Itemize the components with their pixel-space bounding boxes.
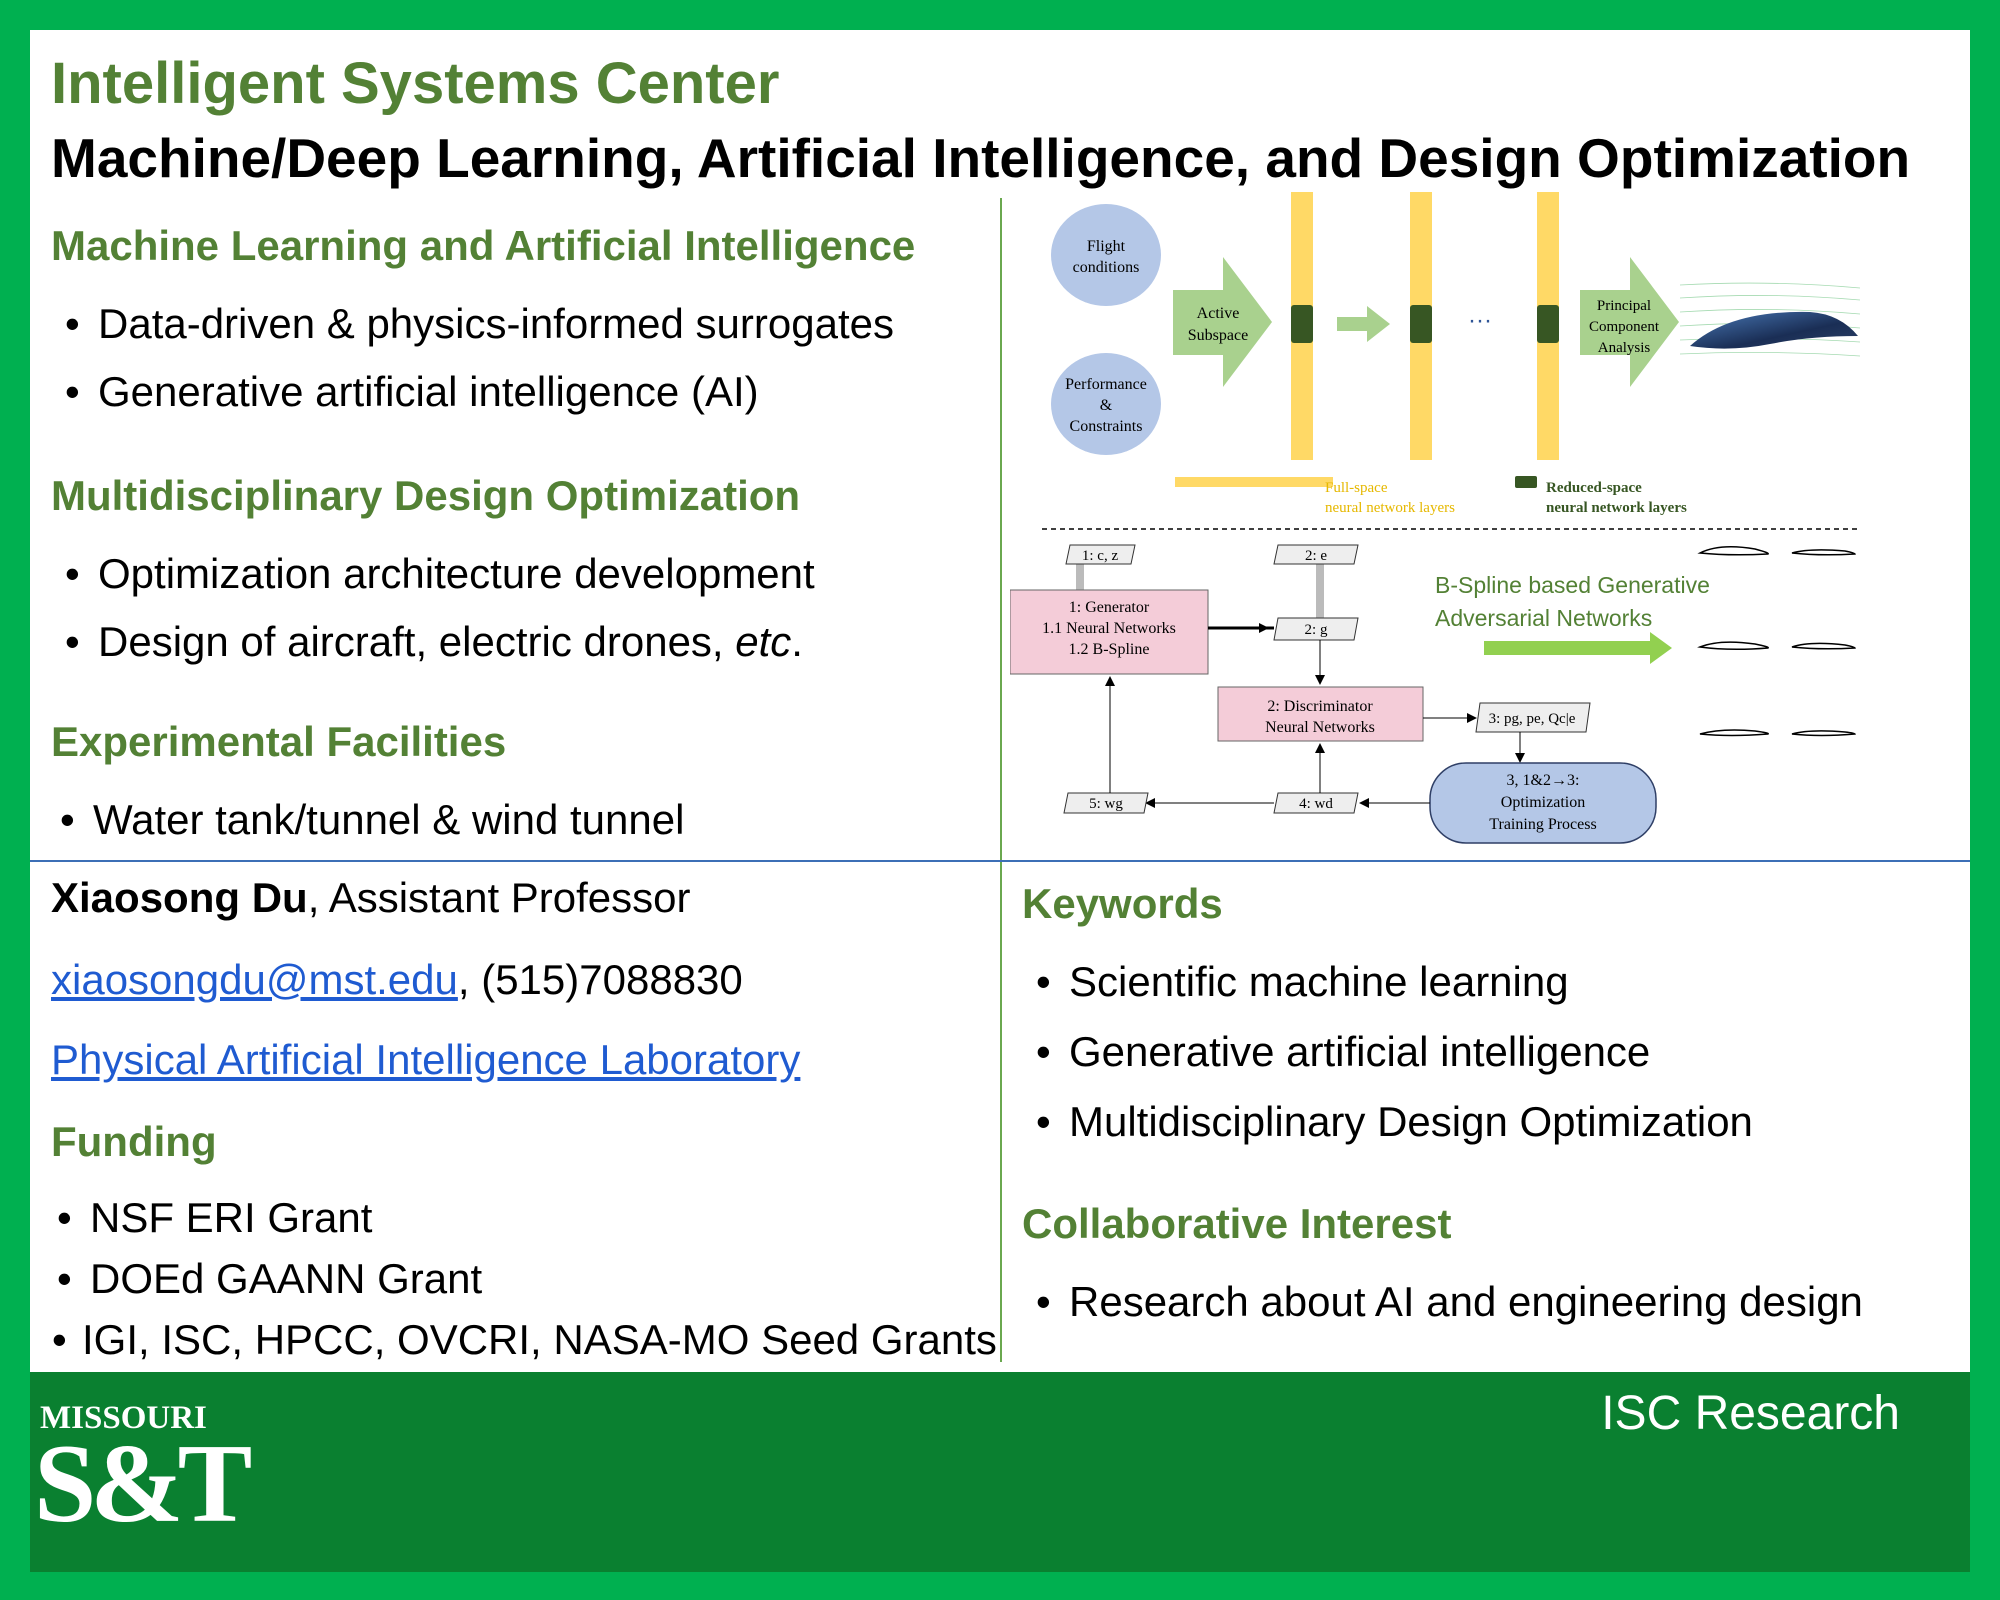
list-item: •Generative artificial intelligence	[1036, 1028, 1651, 1075]
isc-research-label: ISC Research	[1601, 1387, 1900, 1440]
gan-arrow	[1484, 632, 1672, 664]
svg-text:Neural Networks: Neural Networks	[1265, 719, 1375, 736]
mdo-heading: Multidisciplinary Design Optimization	[51, 472, 801, 519]
divider-vertical-top	[1000, 198, 1002, 860]
svg-text:Performance: Performance	[1065, 376, 1147, 393]
exp-list: •Water tank/tunnel & wind tunnel	[60, 796, 684, 844]
airfoil-samples	[1697, 546, 1856, 737]
ml-heading: Machine Learning and Artificial Intellig…	[51, 222, 916, 269]
list-item: •NSF ERI Grant	[57, 1194, 373, 1241]
svg-text:Constraints: Constraints	[1070, 418, 1143, 435]
exp-heading: Experimental Facilities	[51, 718, 507, 765]
node-e	[1273, 544, 1359, 565]
list-item: •DOEd GAANN Grant	[57, 1255, 483, 1302]
funding-list: •NSF ERI Grant •DOEd GAANN Grant •IGI, I…	[52, 1194, 997, 1377]
svg-text:neural network layers: neural network layers	[1325, 500, 1455, 516]
page-title: Machine/Deep Learning, Artificial Intell…	[51, 127, 1911, 189]
list-item: •IGI, ISC, HPCC, OVCRI, NASA-MO Seed Gra…	[52, 1316, 997, 1363]
pca-arrow	[1580, 257, 1679, 387]
svg-text:&: &	[1100, 397, 1113, 414]
divider-horizontal	[30, 860, 1970, 862]
svg-text:Component: Component	[1589, 319, 1660, 335]
list-item: •Optimization architecture development	[65, 550, 815, 597]
discriminator-block	[1217, 686, 1424, 742]
svg-text:Full-space: Full-space	[1325, 480, 1388, 496]
missouri-st-logo	[38, 1400, 218, 1546]
nn-reduced-1	[1291, 305, 1313, 343]
svg-text:1: Generator: 1: Generator	[1069, 599, 1150, 616]
svg-text:neural network layers: neural network layers	[1546, 500, 1687, 516]
svg-text:Analysis: Analysis	[1598, 340, 1651, 356]
collab-heading: Collaborative Interest	[1022, 1200, 1452, 1247]
research-figure: Flight conditions Performance & Constrai…	[1010, 192, 1861, 844]
svg-text:4: wd: 4: wd	[1299, 796, 1333, 812]
node-p	[1475, 702, 1591, 733]
list-item: •Design of aircraft, electric drones, et…	[65, 618, 803, 665]
svg-text:1.2 B-Spline: 1.2 B-Spline	[1069, 641, 1150, 658]
keywords-list: •Scientific machine learning •Generative…	[1036, 958, 1753, 1168]
svg-text:Training Process: Training Process	[1489, 816, 1596, 833]
svg-text:2: Discriminator: 2: Discriminator	[1267, 698, 1373, 715]
mdo-list: •Optimization architecture development •…	[65, 550, 815, 686]
funding-heading: Funding	[51, 1118, 217, 1165]
svg-text:Active: Active	[1197, 305, 1240, 322]
svg-text:1.1 Neural Networks: 1.1 Neural Networks	[1042, 620, 1176, 637]
svg-text:Principal: Principal	[1597, 298, 1651, 314]
ml-list: •Data-driven & physics-informed surrogat…	[65, 300, 894, 436]
legend-full-swatch	[1175, 477, 1333, 487]
node-g	[1273, 617, 1359, 641]
wing-image	[1679, 282, 1861, 357]
svg-text:B-Spline based Generative: B-Spline based Generative	[1435, 572, 1710, 598]
list-item: •Generative artificial intelligence (AI)	[65, 368, 759, 415]
collab-list: •Research about AI and engineering desig…	[1036, 1278, 1863, 1326]
svg-text:Adversarial Networks: Adversarial Networks	[1435, 605, 1652, 631]
svg-text:Reduced-space: Reduced-space	[1546, 480, 1642, 496]
svg-text:5: wg: 5: wg	[1089, 796, 1123, 812]
svg-text:3: pg, pe, Qc|e: 3: pg, pe, Qc|e	[1489, 711, 1576, 727]
list-item: •Research about AI and engineering desig…	[1036, 1278, 1863, 1325]
keywords-heading: Keywords	[1022, 880, 1223, 927]
legend-reduced-swatch	[1515, 476, 1537, 488]
contact-name-line: Xiaosong Du, Assistant Professor	[51, 874, 691, 922]
performance-node	[1051, 353, 1161, 455]
contact-email-line: xiaosongdu@mst.edu, (515)7088830	[51, 956, 743, 1004]
flight-conditions-node	[1051, 204, 1161, 306]
contact-name: Xiaosong Du	[51, 874, 308, 921]
node-wg	[1063, 792, 1149, 814]
logo-text-missouri: MISSOURI	[40, 1400, 207, 1436]
svg-text:1: c, z: 1: c, z	[1082, 548, 1119, 564]
list-item: •Scientific machine learning	[1036, 958, 1569, 1005]
logo-text-st: S&T	[34, 1422, 252, 1546]
layer-arrow	[1337, 306, 1390, 342]
contact-phone: , (515)7088830	[457, 956, 743, 1003]
list-item: •Multidisciplinary Design Optimization	[1036, 1098, 1753, 1145]
email-link[interactable]: xiaosongdu@mst.edu	[51, 956, 458, 1003]
contact-role: , Assistant Professor	[307, 874, 691, 921]
lab-link[interactable]: Physical Artificial Intelligence Laborat…	[51, 1036, 801, 1083]
svg-text:3, 1&2→3:: 3, 1&2→3:	[1507, 772, 1580, 789]
svg-text:···: ···	[1468, 307, 1492, 334]
nn-reduced-3	[1537, 305, 1559, 343]
node-cz	[1065, 544, 1136, 565]
node-wd	[1273, 792, 1359, 814]
active-subspace-arrow	[1173, 257, 1272, 387]
list-item: •Water tank/tunnel & wind tunnel	[60, 796, 685, 843]
nn-reduced-2	[1410, 305, 1432, 343]
svg-text:2: e: 2: e	[1305, 548, 1327, 564]
generator-block	[1010, 589, 1209, 675]
list-item: •Data-driven & physics-informed surrogat…	[65, 300, 894, 347]
svg-text:2: g: 2: g	[1305, 622, 1328, 638]
svg-text:Optimization: Optimization	[1501, 794, 1585, 811]
footer-bar	[30, 1372, 1970, 1572]
svg-text:Flight: Flight	[1087, 238, 1126, 255]
svg-text:conditions: conditions	[1073, 259, 1140, 276]
divider-vertical-bottom	[1000, 862, 1002, 1362]
org-title: Intelligent Systems Center	[51, 51, 780, 116]
svg-text:Subspace: Subspace	[1188, 327, 1248, 344]
lab-line: Physical Artificial Intelligence Laborat…	[51, 1036, 800, 1084]
